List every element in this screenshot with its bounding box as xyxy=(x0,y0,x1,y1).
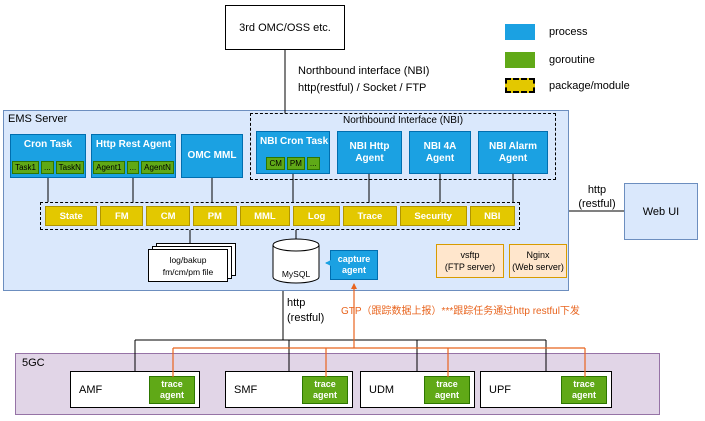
nginx-line1: Nginx xyxy=(526,250,550,260)
http-rest-agent-box: Http Rest Agent Agent1 ... AgentN xyxy=(91,134,176,178)
udm-label: UDM xyxy=(369,383,395,396)
fivegc-title: 5GC xyxy=(22,357,45,369)
goroutine-cell: ... xyxy=(126,160,140,174)
web-ui-box: Web UI xyxy=(624,183,698,240)
goroutine-swatch-icon xyxy=(505,52,535,68)
amf-label: AMF xyxy=(79,383,103,396)
nbi-group: Northbound Interface (NBI) xyxy=(250,113,556,180)
mysql-cylinder: MySQL xyxy=(272,238,320,284)
file-store-line2: fm/cm/pm file xyxy=(162,266,214,277)
module-chip: PM xyxy=(193,206,237,226)
legend-label: package/module xyxy=(549,79,630,92)
http-rest-agent-cells: Agent1 ... AgentN xyxy=(93,160,174,174)
module-chip: NBI xyxy=(469,206,516,226)
goroutine-cell: CM xyxy=(266,156,285,170)
nbi-alarm-agent-box: NBI Alarm Agent xyxy=(478,131,548,174)
udm-box: UDM trace agent xyxy=(360,371,475,408)
module-chip: State xyxy=(45,206,98,226)
goroutine-cell: TaskN xyxy=(55,160,84,174)
smf-label: SMF xyxy=(234,383,258,396)
package-swatch-icon xyxy=(505,78,535,93)
nbi-cron-task-label: NBI Cron Task xyxy=(260,136,329,147)
upf-box: UPF trace agent xyxy=(480,371,612,408)
ems-server-title: EMS Server xyxy=(8,113,68,125)
external-omc-box: 3rd OMC/OSS etc. xyxy=(225,5,345,50)
omc-mml-box: OMC MML xyxy=(181,134,243,178)
goroutine-cell: PM xyxy=(286,156,305,170)
legend-label: goroutine xyxy=(549,54,595,66)
file-store-stack: log/bakup fm/cm/pm file xyxy=(148,243,238,285)
mysql-label: MySQL xyxy=(281,269,311,279)
goroutine-cell: Task1 xyxy=(12,160,39,174)
goroutine-cell: ... xyxy=(41,160,54,174)
database-icon xyxy=(272,238,320,284)
file-store-front: log/bakup fm/cm/pm file xyxy=(148,249,228,282)
trace-agent-box: trace agent xyxy=(302,375,348,404)
http-restful-right-label: http (restful) xyxy=(572,183,622,211)
nbi-note-line1: Northbound interface (NBI) xyxy=(298,65,430,77)
module-chip: CM xyxy=(146,206,191,226)
module-row: State FM CM PM MML Log Trace Security NB… xyxy=(40,202,520,230)
http-rest-agent-label: Http Rest Agent xyxy=(95,139,172,150)
legend-item-process: process xyxy=(505,24,588,40)
nginx-line2: (Web server) xyxy=(512,262,564,272)
vsftp-line1: vsftp xyxy=(460,250,480,260)
nbi-group-title: Northbound Interface (NBI) xyxy=(342,115,464,126)
nbi-note-line2: http(restful) / Socket / FTP xyxy=(298,82,427,94)
smf-box: SMF trace agent xyxy=(225,371,353,408)
http-restful-bottom-label: http (restful) xyxy=(287,296,337,326)
nbi-4a-agent-box: NBI 4A Agent xyxy=(409,131,471,174)
nbi-cron-task-box: NBI Cron Task CM PM ... xyxy=(256,131,330,174)
module-chip: Trace xyxy=(342,206,397,226)
module-chip: FM xyxy=(100,206,144,226)
cron-task-cells: Task1 ... TaskN xyxy=(12,160,84,174)
legend-item-goroutine: goroutine xyxy=(505,52,595,68)
gtp-note: GTP（跟踪数据上报）***跟踪任务通过http restful下发 xyxy=(341,306,580,317)
goroutine-cell: Agent1 xyxy=(93,160,125,174)
goroutine-cell: AgentN xyxy=(141,160,174,174)
goroutine-cell: ... xyxy=(306,156,320,170)
nbi-interface-note: Northbound interface (NBI) http(restful)… xyxy=(298,63,429,97)
http-right-line2: (restful) xyxy=(578,198,616,210)
http-bottom-line2: (restful) xyxy=(287,312,325,324)
vsftp-line2: (FTP server) xyxy=(444,262,496,272)
module-chip: MML xyxy=(239,206,291,226)
nbi-http-agent-box: NBI Http Agent xyxy=(337,131,402,174)
amf-box: AMF trace agent xyxy=(70,371,200,408)
legend-label: process xyxy=(549,26,588,38)
nbi-cron-task-cells: CM PM ... xyxy=(260,156,326,170)
module-chip: Log xyxy=(293,206,340,226)
trace-agent-box: trace agent xyxy=(561,375,607,404)
http-bottom-line1: http xyxy=(287,297,306,309)
trace-agent-box: trace agent xyxy=(424,375,470,404)
vsftp-box: vsftp (FTP server) xyxy=(436,244,504,278)
cron-task-box: Cron Task Task1 ... TaskN xyxy=(10,134,86,178)
upf-label: UPF xyxy=(489,383,511,396)
process-swatch-icon xyxy=(505,24,535,40)
legend-item-package: package/module xyxy=(505,78,630,93)
file-store-line1: log/bakup xyxy=(169,254,207,265)
nginx-box: Nginx (Web server) xyxy=(509,244,567,278)
http-right-line1: http xyxy=(587,184,607,196)
module-chip: Security xyxy=(399,206,467,226)
capture-agent-box: capture agent xyxy=(330,250,378,280)
external-omc-label: 3rd OMC/OSS etc. xyxy=(239,21,331,34)
trace-agent-box: trace agent xyxy=(149,375,195,404)
cron-task-label: Cron Task xyxy=(23,139,73,150)
